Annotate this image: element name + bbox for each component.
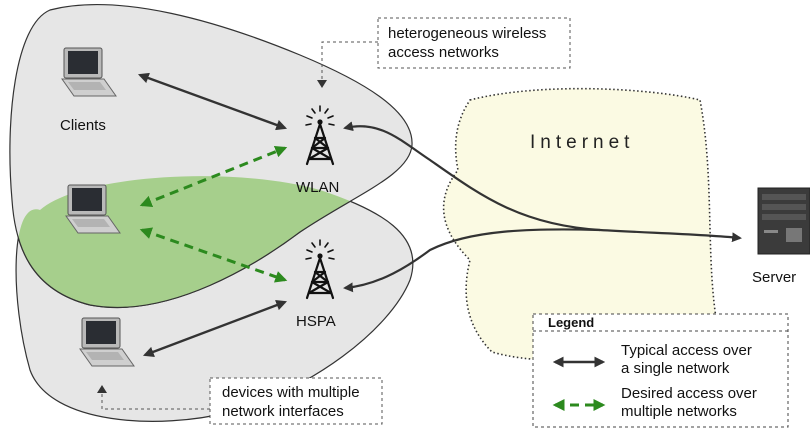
server-icon (757, 187, 810, 255)
wlan-label: WLAN (296, 179, 339, 196)
typical-access-arrow-bottom (142, 300, 288, 357)
devices-callout-line1: devices with multiple (222, 384, 360, 401)
legend-desired-line1: Desired access over (621, 385, 757, 402)
desired-access-arrow-hspa (139, 227, 288, 283)
legend-desired-line2: multiple networks (621, 403, 737, 420)
clients-label: Clients (60, 117, 106, 134)
wireless-callout-arrowhead (317, 80, 327, 88)
internet-label: Internet (530, 132, 634, 153)
desired-access-arrow-wlan (139, 145, 288, 208)
hspa-label: HSPA (296, 313, 336, 330)
wireless-callout-line1: heterogeneous wireless (388, 25, 546, 42)
wireless-callout-pointer (321, 41, 378, 80)
wlan-server-link (343, 121, 742, 243)
legend-typical-line1: Typical access over (621, 342, 752, 359)
devices-callout-arrowhead (97, 385, 107, 393)
hspa-server-link (343, 228, 601, 293)
wireless-callout-line2: access networks (388, 44, 499, 61)
server-label: Server (752, 269, 796, 286)
devices-callout-line2: network interfaces (222, 403, 344, 420)
legend-typical-line2: a single network (621, 360, 730, 377)
devices-callout-pointer (101, 392, 210, 410)
devices-callout-box (209, 377, 383, 425)
wireless-callout-box (377, 17, 571, 69)
typical-access-arrow-top (137, 72, 288, 131)
legend-title: Legend (548, 315, 594, 330)
